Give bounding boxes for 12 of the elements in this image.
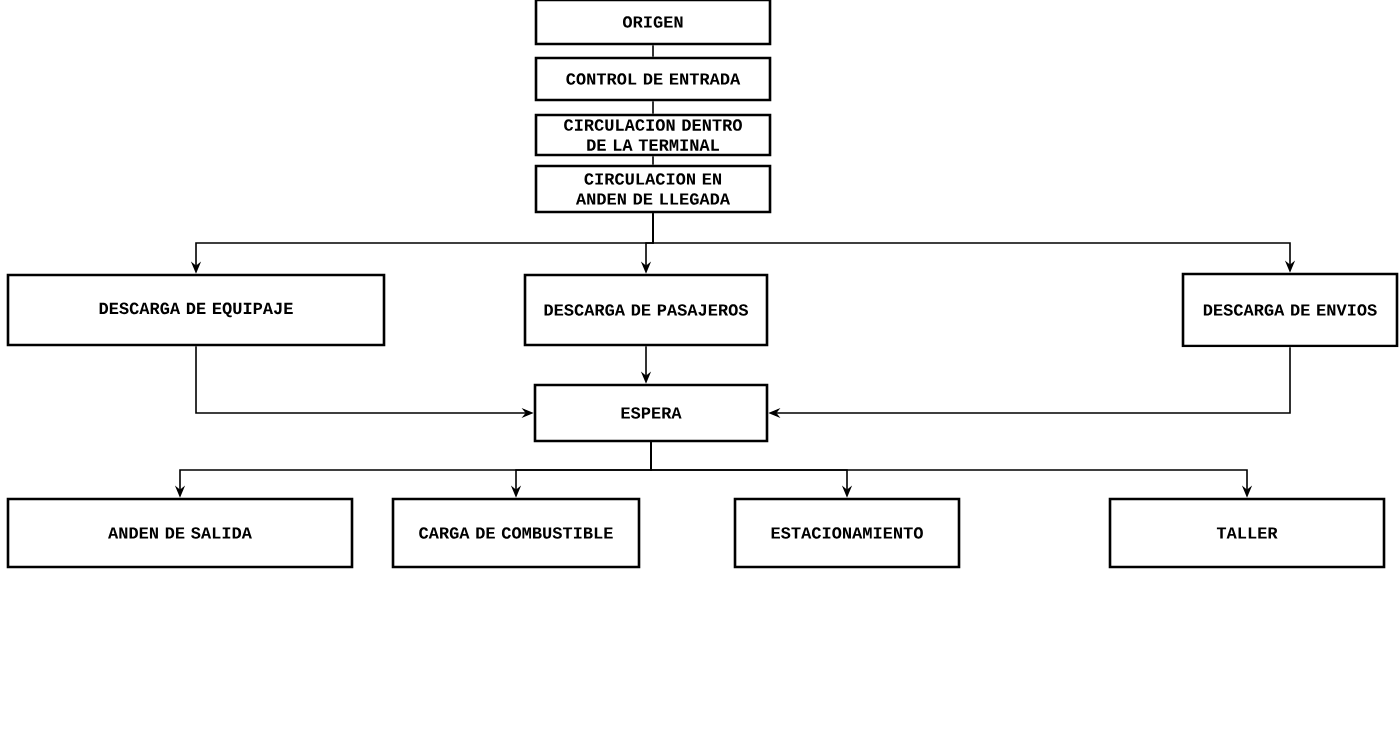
process-box: DESCARGA DE ENVIOS [1181, 272, 1399, 348]
process-box: CONTROL DE ENTRADA [534, 56, 772, 102]
process-box: ESPERA [533, 383, 769, 443]
process-box: DESCARGA DE PASAJEROS [523, 273, 769, 347]
process-box: CIRCULACION DENTRO DE LA TERMINAL [534, 113, 772, 157]
process-box: ORIGEN [534, 0, 772, 46]
process-box: DESCARGA DE EQUIPAJE [6, 273, 386, 347]
process-box: TALLER [1108, 497, 1386, 569]
process-box: ESTACIONAMIENTO [733, 497, 961, 569]
process-box: CARGA DE COMBUSTIBLE [391, 497, 641, 569]
process-box: CIRCULACION EN ANDEN DE LLEGADA [534, 164, 772, 214]
process-box: ANDEN DE SALIDA [6, 497, 354, 569]
